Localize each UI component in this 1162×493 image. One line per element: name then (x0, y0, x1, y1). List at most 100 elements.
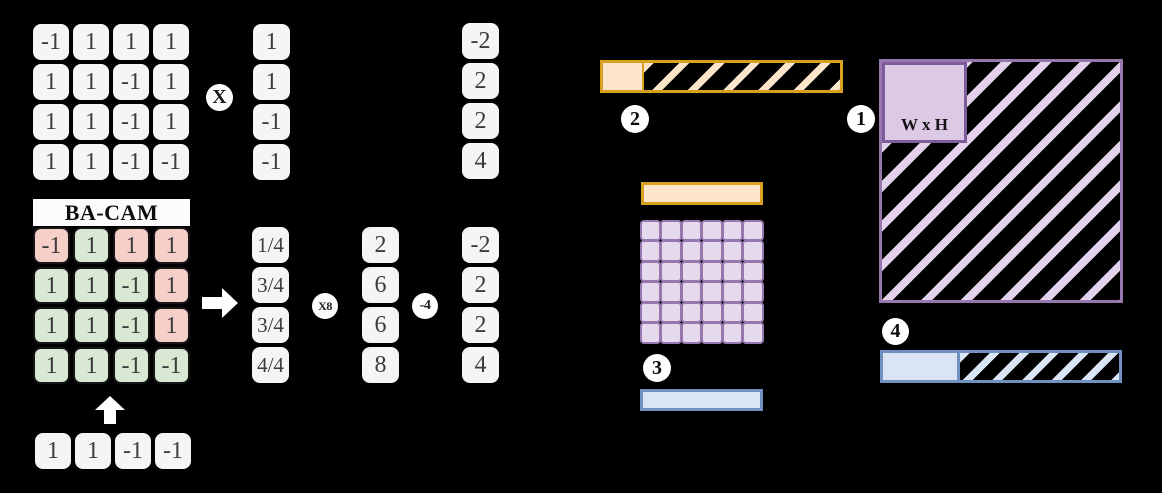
multiply-operator: X (206, 84, 233, 111)
bacam-matrix-cell: -1 (153, 347, 190, 384)
spatial-grid-cell (639, 260, 661, 282)
activation-matrix-cell: -1 (113, 64, 149, 100)
spatial-grid-cell (701, 219, 723, 241)
result-vector-cell: -2 (462, 23, 499, 59)
spatial-grid-cell (660, 322, 682, 344)
weight-vector-cell: 1 (75, 433, 111, 469)
spatial-grid-cell (721, 281, 743, 303)
step4-hatched-segment (960, 353, 1119, 380)
spatial-grid-cell (680, 260, 702, 282)
scaled-vector-cell: 6 (362, 307, 399, 343)
step2-activation-bar (600, 60, 843, 93)
bacam-matrix-cell: -1 (113, 347, 150, 384)
ratio-vector-cell: 4/4 (252, 347, 289, 383)
bacam-matrix-cell: 1 (33, 347, 70, 384)
activation-matrix-cell: 1 (33, 64, 69, 100)
step1-feature-map-square: W x H (879, 59, 1123, 303)
spatial-grid-cell (680, 240, 702, 262)
weight-vector-cell: -1 (115, 433, 151, 469)
spatial-grid-cell (660, 240, 682, 262)
scaled-vector-cell: 8 (362, 347, 399, 383)
bacam-title: BA-CAM (33, 199, 190, 226)
result-vector-cell: 2 (462, 307, 499, 343)
spatial-grid-cell (742, 240, 764, 262)
scaled-vector: 2 6 6 8 (362, 227, 399, 383)
step3-badge: 3 (643, 354, 671, 382)
bacam-matrix-cell: 1 (33, 307, 70, 344)
bacam-matrix-cell: 1 (73, 267, 110, 304)
ratio-vector-cell: 1/4 (252, 227, 289, 263)
weight-vector-cell: -1 (253, 144, 290, 180)
activation-matrix-cell: 1 (153, 24, 189, 60)
step2-solid-segment (603, 63, 644, 90)
ratio-vector-cell: 3/4 (252, 267, 289, 303)
spatial-grid-cell (742, 260, 764, 282)
right-arrow-icon (202, 288, 238, 318)
spatial-grid-cell (701, 322, 723, 344)
spatial-grid-cell (742, 281, 764, 303)
spatial-grid-cell (701, 240, 723, 262)
channel-weight-bar-orange (641, 182, 763, 205)
cam-result-vector-top: -2 2 2 4 (462, 23, 499, 179)
step1-number: 1 (856, 107, 866, 130)
spatial-grid-cell (639, 322, 661, 344)
activation-matrix-cell: 1 (113, 24, 149, 60)
weight-vector-cell: 1 (253, 24, 290, 60)
step2-number: 2 (630, 107, 640, 130)
step3-number: 3 (652, 356, 662, 379)
bacam-matrix-cell: -1 (113, 267, 150, 304)
scaled-vector-cell: 2 (362, 227, 399, 263)
spatial-grid-cell (660, 260, 682, 282)
wxh-label: W x H (901, 115, 948, 134)
spatial-grid-cell (721, 301, 743, 323)
weight-vector-cell: -1 (253, 104, 290, 140)
scale-x8-icon: X8 (318, 298, 332, 313)
spatial-grid (639, 219, 764, 344)
match-ratio-vector: 1/4 3/4 3/4 4/4 (252, 227, 289, 383)
up-arrow-icon (95, 396, 125, 424)
multiply-icon: X (212, 86, 227, 108)
channel-weight-bar-blue (640, 389, 763, 411)
offset-operator: -4 (412, 293, 438, 319)
weight-vector-cell: -1 (155, 433, 191, 469)
scaled-vector-cell: 6 (362, 267, 399, 303)
spatial-grid-cell (680, 322, 702, 344)
spatial-grid-cell (701, 260, 723, 282)
spatial-grid-cell (639, 240, 661, 262)
activation-matrix-cell: 1 (153, 64, 189, 100)
result-vector-cell: 4 (462, 143, 499, 179)
result-vector-cell: 2 (462, 103, 499, 139)
bacam-matrix-cell: 1 (33, 267, 70, 304)
bacam-matrix-cell: 1 (153, 307, 190, 344)
spatial-grid-cell (639, 219, 661, 241)
spatial-grid-cell (660, 301, 682, 323)
result-vector-cell: 2 (462, 63, 499, 99)
spatial-grid-cell (721, 219, 743, 241)
spatial-grid-cell (742, 301, 764, 323)
spatial-grid-cell (721, 260, 743, 282)
spatial-grid-cell (639, 301, 661, 323)
bacam-matrix-cell: 1 (153, 227, 190, 264)
activation-matrix-cell: 1 (73, 64, 109, 100)
step1-wxh-patch: W x H (882, 62, 967, 143)
bacam-matrix-cell: 1 (153, 267, 190, 304)
step4-solid-segment (883, 353, 960, 380)
scale-operator: X8 (312, 293, 338, 319)
result-vector-cell: 4 (462, 347, 499, 383)
result-vector-cell: -2 (462, 227, 499, 263)
activation-matrix-cell: -1 (113, 104, 149, 140)
activation-matrix-cell: -1 (113, 144, 149, 180)
spatial-grid-cell (680, 281, 702, 303)
activation-matrix-cell: -1 (153, 144, 189, 180)
step4-number: 4 (890, 320, 901, 342)
offset-minus4-icon: -4 (419, 298, 431, 313)
spatial-grid-cell (721, 240, 743, 262)
spatial-grid-cell (660, 219, 682, 241)
ratio-vector-cell: 3/4 (252, 307, 289, 343)
spatial-grid-cell (639, 281, 661, 303)
